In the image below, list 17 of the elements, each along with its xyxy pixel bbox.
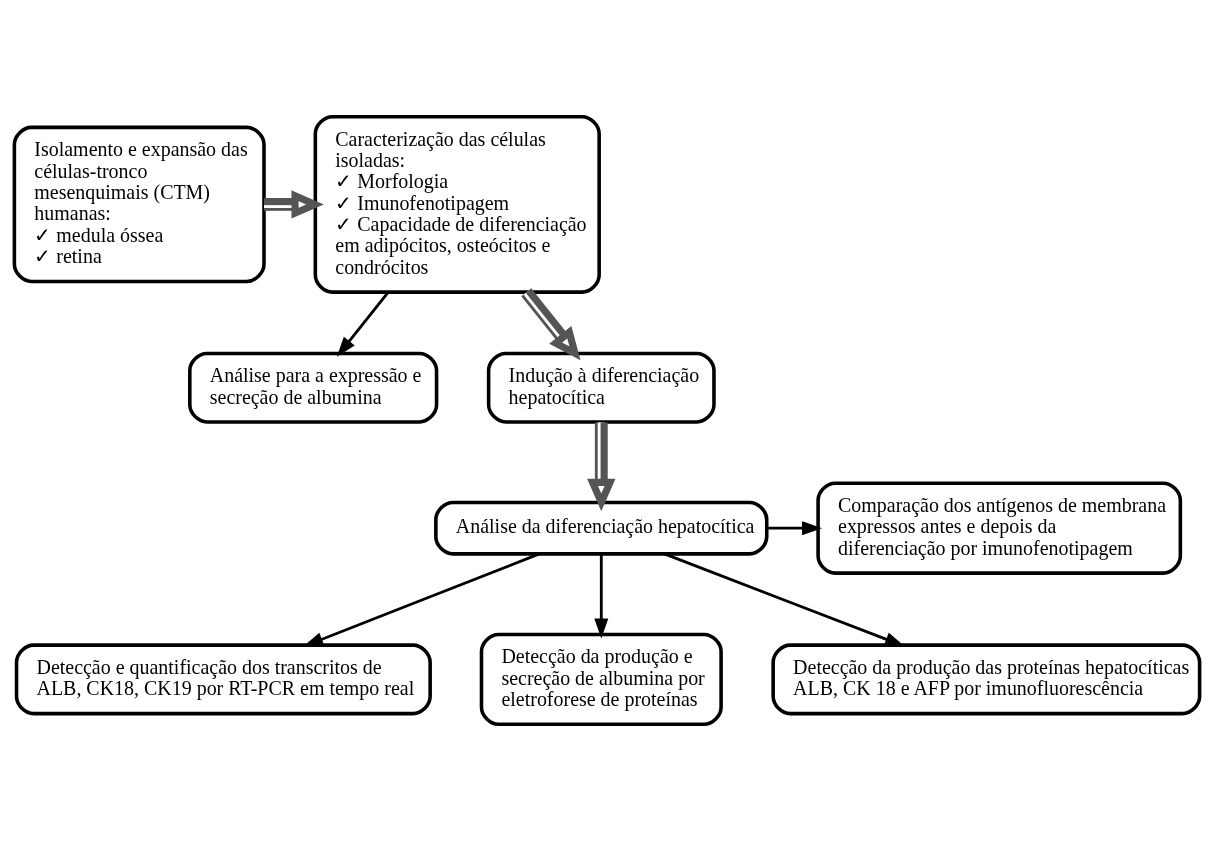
arrow (521, 288, 581, 361)
node-box: Isolamento e expansão das células-tronco mesenquimais (CTM) humanas: ✓ medula óssea ✓ retina (12, 125, 266, 284)
node-box: Comparação dos antígenos de membrana expressos antes e depois da diferenciação por imunofenotipagem (816, 481, 1183, 575)
node-box: Detecção e quantificação dos transcritos de ALB, CK18, CK19 por RT-PCR em tempo real (14, 643, 432, 716)
node-box: Caracterização das células isoladas: ✓ Morfologia ✓ Imunofenotipagem ✓ Capacidade de diferenciação em adipócitos, osteócitos e condrócitos (313, 114, 601, 294)
node-box: Indução à diferenciação hepatocítica (486, 351, 716, 424)
arrow (594, 554, 609, 639)
node-box: Análise para a expressão e secreção de albumina (188, 351, 439, 424)
arrow (336, 291, 390, 357)
arrow (587, 422, 616, 512)
node-box: Análise da diferenciação hepatocítica (434, 500, 769, 556)
node-box: Detecção da produção das proteínas hepatocíticas ALB, CK 18 e AFP por imunofluorescência (771, 643, 1202, 716)
node-box: Detecção da produção e secreção de albumina por eletroforese de proteínas (479, 632, 723, 727)
arrow (663, 552, 905, 647)
arrow (264, 190, 324, 219)
arrow (766, 521, 822, 536)
arrow (303, 552, 540, 647)
